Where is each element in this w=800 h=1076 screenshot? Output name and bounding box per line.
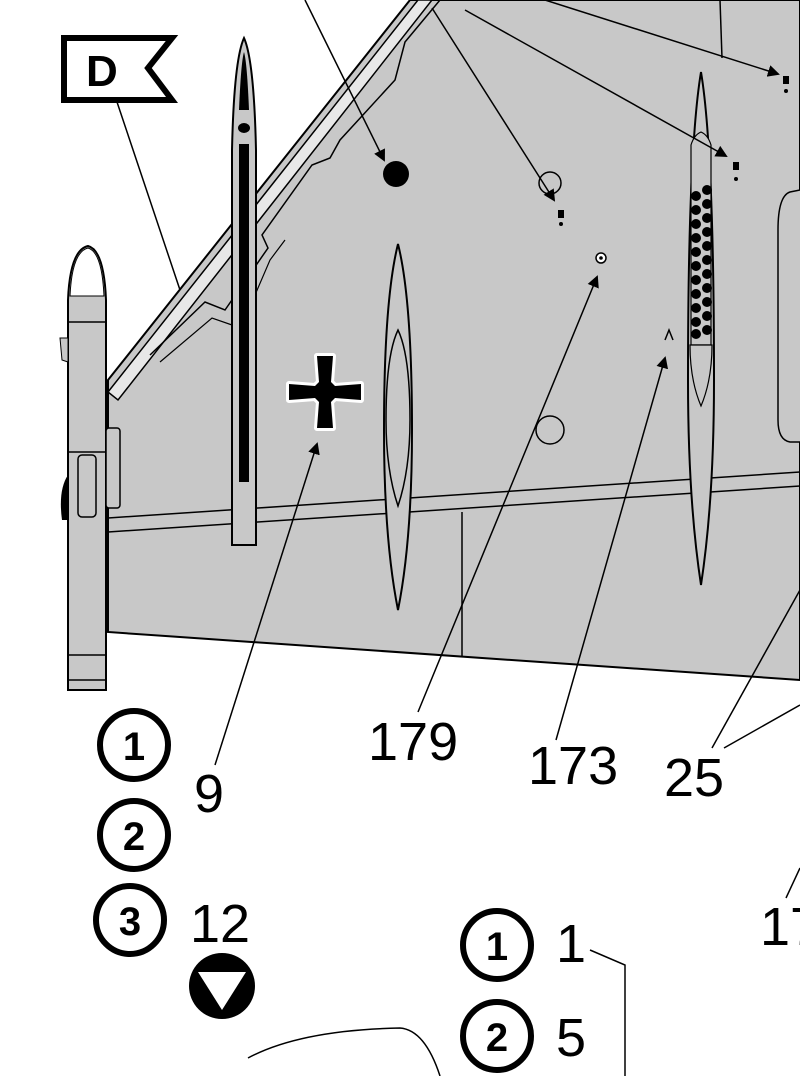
callout-17-partial: 17 [760, 897, 800, 957]
wing-planform [106, 0, 800, 682]
svg-text:1: 1 [486, 925, 508, 969]
step-circle-3: 3 [93, 883, 167, 957]
svg-text:2: 2 [123, 815, 145, 859]
inverted-triangle-circle-icon [189, 953, 255, 1019]
callout-numbers: 9 179 173 25 12 17 1 5 [190, 712, 800, 1068]
drop-tank [382, 243, 414, 611]
caret-mark [664, 327, 674, 341]
steps-right: 1 2 [460, 908, 534, 1073]
step-circle-2: 2 [97, 798, 171, 872]
callout-12: 12 [190, 894, 250, 954]
flag-letter: D [86, 47, 118, 96]
svg-text:1: 1 [123, 725, 145, 769]
steps-left: 1 2 3 [93, 708, 171, 957]
stencil-markers [383, 76, 789, 341]
step-circle-1: 1 [97, 708, 171, 782]
stencil-mark-a [558, 210, 564, 226]
callout-1: 1 [556, 914, 586, 974]
flag-marker: D [61, 35, 179, 103]
callout-25: 25 [664, 748, 724, 808]
wingtip-missile [59, 244, 121, 691]
roundel-mark [595, 252, 607, 264]
stencil-mark-c [783, 76, 789, 93]
step-circle-1-right: 1 [460, 908, 534, 982]
partial-outline-bottom [247, 1027, 441, 1076]
pylon-missile-dotted [686, 71, 716, 586]
stencil-mark-b [733, 162, 739, 181]
pylon-missile-striped [231, 35, 257, 546]
step-circle-2-right: 2 [460, 999, 534, 1073]
iron-cross-icon [286, 353, 364, 431]
svg-text:3: 3 [119, 900, 141, 944]
callout-5: 5 [556, 1008, 586, 1068]
dot-pattern [691, 185, 712, 339]
callout-179: 179 [368, 712, 458, 772]
svg-text:2: 2 [486, 1016, 508, 1060]
leader-lines [116, 0, 800, 1076]
callout-9: 9 [194, 764, 224, 824]
callout-173: 173 [528, 736, 618, 796]
